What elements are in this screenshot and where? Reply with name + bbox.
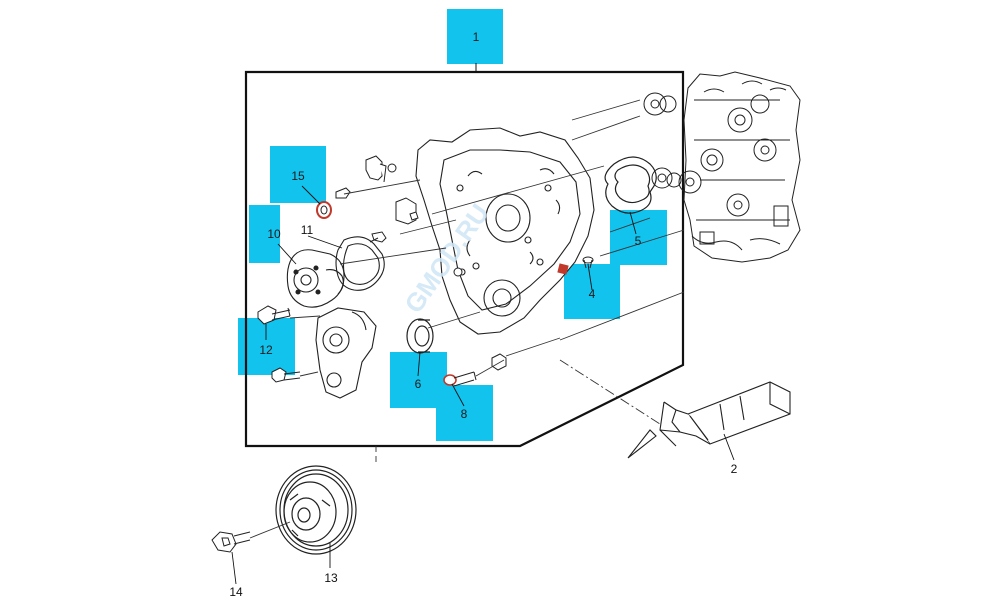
callout-8: 8 — [461, 407, 468, 421]
highlight-boxes — [238, 9, 667, 441]
highlight-box-8 — [436, 385, 493, 441]
part-11-pump-gasket — [335, 236, 385, 291]
alignment-lines — [249, 99, 685, 539]
engine-block — [678, 71, 801, 263]
highlight-box-5 — [610, 210, 667, 265]
tensioner-bolt — [271, 367, 301, 383]
dowel-center — [453, 267, 507, 371]
assembly-frame — [244, 70, 685, 448]
highlight-box-1 — [447, 9, 503, 64]
callout-10: 10 — [267, 227, 281, 241]
callout-5: 5 — [635, 234, 642, 248]
small-parts-upper — [335, 155, 419, 243]
cam-sprockets — [643, 92, 682, 189]
leader-2 — [723, 433, 735, 461]
highlight-box-15 — [270, 146, 326, 203]
tensioner-assembly — [315, 307, 377, 399]
callout-1: 1 — [473, 30, 480, 44]
callout-11: 11 — [301, 223, 314, 237]
callout-2: 2 — [731, 462, 738, 476]
callout-labels: 1 2 4 5 6 8 10 11 12 13 14 15 — [229, 30, 737, 599]
part-12-bolt — [257, 305, 291, 325]
callout-6: 6 — [415, 377, 422, 391]
callout-13: 13 — [324, 571, 338, 585]
part-13-crank-pulley — [275, 465, 357, 555]
highlight-box-12 — [238, 318, 295, 375]
part-10-water-pump — [286, 249, 345, 308]
highlight-box-4 — [564, 264, 620, 319]
callout-4: 4 — [589, 287, 596, 301]
callout-12: 12 — [259, 343, 273, 357]
timing-cover — [415, 127, 595, 335]
part-15-detail — [320, 205, 328, 215]
highlight-box-10 — [249, 205, 280, 263]
part-2-sealant-tube — [627, 381, 791, 459]
callout-15: 15 — [291, 169, 305, 183]
callout-14: 14 — [229, 585, 243, 599]
part-15-oring — [316, 201, 332, 219]
part-14-crank-bolt — [211, 531, 251, 553]
part-5-gasket — [604, 156, 657, 214]
part-6-seal — [406, 318, 434, 354]
part-8-bolt — [443, 371, 477, 387]
part-4-dowel — [582, 256, 594, 269]
leaders — [231, 185, 637, 585]
